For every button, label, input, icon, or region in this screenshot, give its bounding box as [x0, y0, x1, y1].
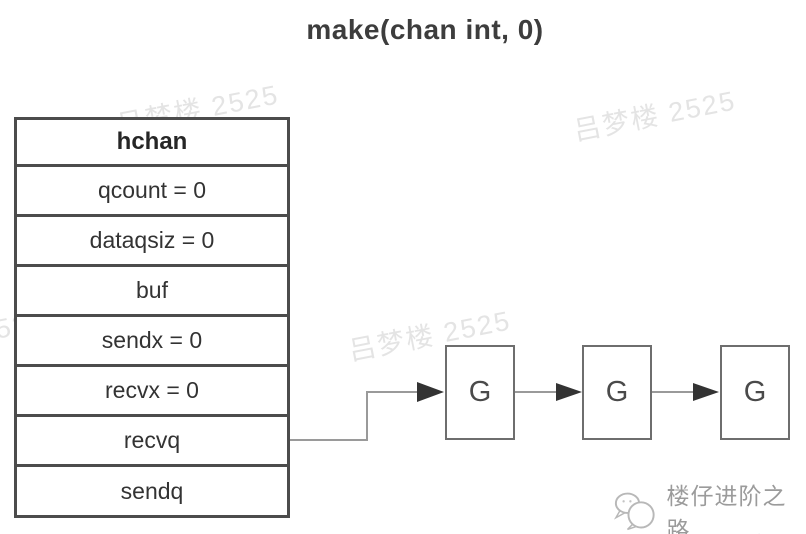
branding: 楼仔进阶之路: [612, 477, 806, 534]
watermark-text: 吕梦楼 2525: [571, 85, 739, 147]
diagram-title: make(chan int, 0): [306, 14, 544, 45]
branding-text: 楼仔进阶之路: [666, 483, 787, 534]
wechat-bubbles-icon: [613, 492, 655, 531]
struct-header: hchan: [17, 120, 287, 167]
field-dataqsiz: dataqsiz = 0: [17, 217, 287, 267]
arrowhead-icon: [417, 382, 444, 402]
field-recvx: recvx = 0: [17, 367, 287, 417]
arrowhead-icon: [693, 383, 719, 401]
recvq-connector-line: [290, 439, 368, 441]
g-link-line: [652, 391, 694, 393]
goroutine-box: G: [582, 345, 652, 440]
goroutine-box: G: [720, 345, 790, 440]
goroutine-box: G: [445, 345, 515, 440]
field-recvq: recvq: [17, 417, 287, 467]
arrowhead-icon: [556, 383, 582, 401]
recvq-connector-line: [366, 391, 368, 441]
recvq-connector-line: [366, 391, 417, 393]
field-qcount: qcount = 0: [17, 167, 287, 217]
g-link-line: [515, 391, 557, 393]
field-sendq: sendq: [17, 467, 287, 515]
hchan-struct-box: hchan qcount = 0 dataqsiz = 0 buf sendx …: [14, 117, 290, 518]
field-buf: buf: [17, 267, 287, 317]
field-sendx: sendx = 0: [17, 317, 287, 367]
